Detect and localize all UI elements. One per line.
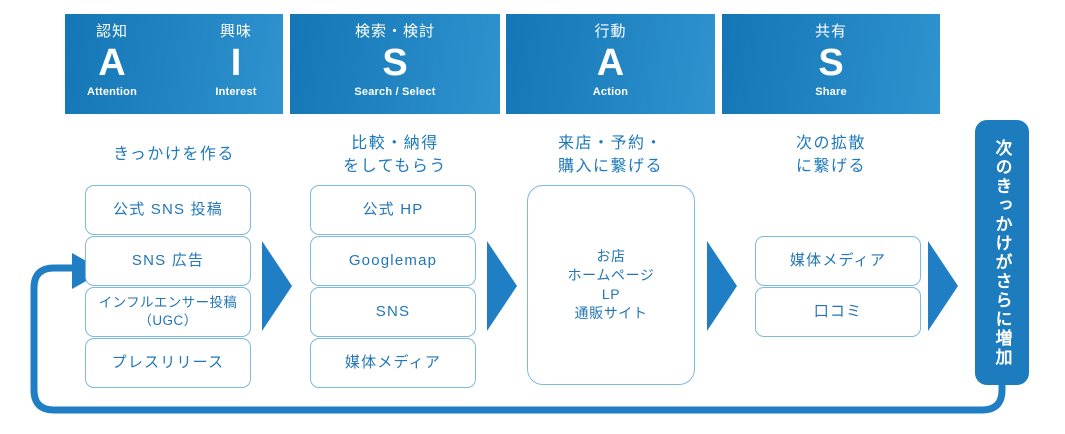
stage-jp-labels: 検索・検討 [290, 23, 500, 41]
stage-en-labels: Share [722, 86, 940, 99]
stage-letters: A [506, 42, 715, 84]
stage-en-labels: Action [506, 86, 715, 99]
stage-jp-label: 検索・検討 [354, 23, 435, 40]
item-box-sns-ads[interactable]: SNS 広告 [85, 236, 251, 286]
flow-arrow-icon-2 [487, 241, 517, 331]
outcome-panel-next-trigger-increase: 次のきっかけがさらに増加 [975, 120, 1029, 385]
item-box-media[interactable]: 媒体メディア [310, 338, 476, 388]
column-caption-awareness: きっかけを作る [113, 146, 235, 163]
stage-header-action: 行動 A Action [506, 14, 715, 114]
column-caption-consideration: 比較・納得 をしてもらう [343, 135, 447, 175]
flow-arrow-icon-1 [262, 241, 292, 331]
item-box-googlemap[interactable]: Googlemap [310, 236, 476, 286]
stage-en-label: Action [592, 86, 629, 98]
stage-jp-labels: 共有 [722, 23, 940, 41]
stage-jp-labels: 行動 [506, 23, 715, 41]
outcome-panel-label: 次のきっかけがさらに増加 [992, 138, 1012, 367]
stage-letter: A [98, 42, 126, 84]
stage-jp-label: 興味 [219, 23, 252, 40]
stage-en-labels: Search / Select [290, 86, 500, 99]
flow-arrow-icon-3 [707, 241, 737, 331]
stage-en-label: Attention [86, 86, 138, 98]
item-box-store-homepage-lp-ecsite[interactable]: お店 ホームページ LP 通販サイト [527, 185, 695, 385]
item-box-official-hp[interactable]: 公式 HP [310, 185, 476, 235]
stage-jp-label: 行動 [594, 23, 627, 40]
stage-en-labels: Attention Interest [65, 86, 283, 99]
item-box-press-release[interactable]: プレスリリース [85, 338, 251, 388]
stage-header-attention-interest: 認知 興味 A I Attention Interest [65, 14, 283, 114]
column-caption-share: 次の拡散 に繋げる [795, 135, 866, 175]
stage-letter: S [818, 42, 844, 84]
stage-jp-label: 認知 [95, 23, 128, 40]
flow-arrow-icon-4 [928, 241, 958, 331]
item-box-sns[interactable]: SNS [310, 287, 476, 337]
stage-en-label: Search / Select [354, 86, 436, 98]
stage-letters: S [290, 42, 500, 84]
stage-header-search-select: 検索・検討 S Search / Select [290, 14, 500, 114]
item-box-media-share[interactable]: 媒体メディア [755, 236, 921, 286]
column-caption-action: 来店・予約・ 購入に繋げる [557, 135, 663, 175]
stage-letter: A [596, 42, 625, 84]
stage-letter: S [382, 42, 408, 84]
item-box-influencer-post-ugc[interactable]: インフルエンサー投稿 （UGC） [85, 287, 251, 337]
stage-en-label: Share [815, 86, 847, 98]
stage-letter: I [230, 42, 242, 84]
item-box-official-sns-post[interactable]: 公式 SNS 投稿 [85, 185, 251, 235]
stage-letters: S [722, 42, 940, 84]
stage-jp-label: 共有 [814, 23, 847, 40]
stage-letters: A I [65, 42, 283, 84]
stage-en-label: Interest [215, 86, 257, 98]
stage-header-share: 共有 S Share [722, 14, 940, 114]
stage-jp-labels: 認知 興味 [65, 23, 283, 41]
item-box-word-of-mouth[interactable]: 口コミ [755, 287, 921, 337]
